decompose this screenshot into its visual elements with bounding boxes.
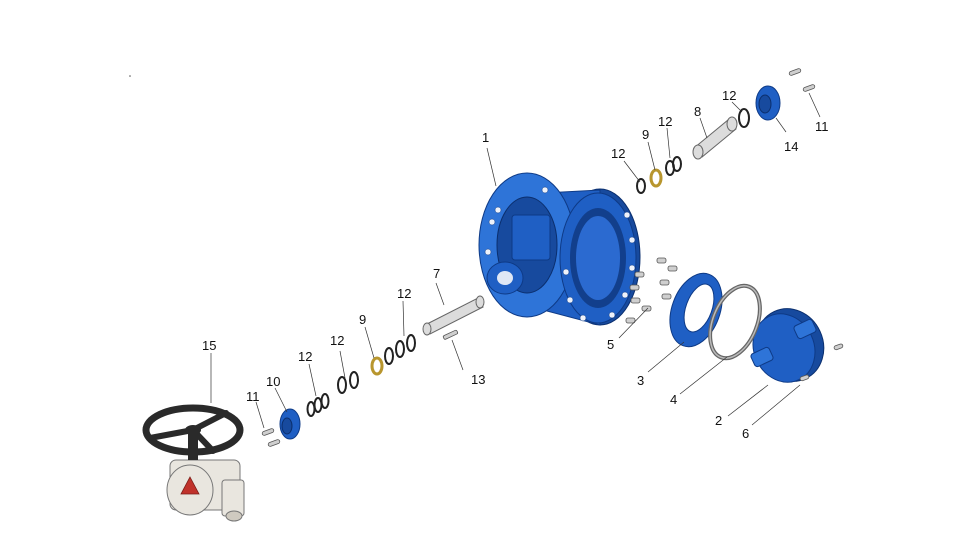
part-3-retaining-ring xyxy=(669,272,723,348)
callout-12: 12 xyxy=(330,333,344,348)
leader-lines xyxy=(210,92,821,429)
part-13-key xyxy=(442,329,459,340)
part-2-disc xyxy=(750,308,825,383)
callout-numbers: 1 12 9 12 8 12 11 14 7 12 9 12 12 10 11 … xyxy=(202,88,829,441)
part-15-handwheel-gearbox xyxy=(142,404,245,522)
part-8-upper-shaft xyxy=(692,116,738,160)
stray-dot xyxy=(129,75,131,77)
callout-12: 12 xyxy=(722,88,736,103)
callout-12: 12 xyxy=(658,114,672,129)
callout-5: 5 xyxy=(607,337,614,352)
callout-1: 1 xyxy=(482,130,489,145)
part-12-o-rings xyxy=(306,108,750,417)
callout-7: 7 xyxy=(433,266,440,281)
part-10-lower-cover xyxy=(279,408,301,440)
part-5-screws xyxy=(625,257,678,324)
part-7-lower-shaft xyxy=(422,295,485,336)
callout-14: 14 xyxy=(784,139,798,154)
callout-4: 4 xyxy=(670,392,677,407)
part-14-upper-cover xyxy=(755,85,781,121)
callout-2: 2 xyxy=(715,413,722,428)
part-11-bolts xyxy=(261,68,816,447)
warning-triangle-logo-icon xyxy=(180,476,200,495)
callout-11: 11 xyxy=(815,119,829,134)
callout-8: 8 xyxy=(694,104,701,119)
callout-9: 9 xyxy=(642,127,649,142)
callout-6: 6 xyxy=(742,426,749,441)
callout-12: 12 xyxy=(298,349,312,364)
callout-3: 3 xyxy=(637,373,644,388)
callout-13: 13 xyxy=(471,372,485,387)
part-1-valve-body xyxy=(478,172,641,326)
callout-12: 12 xyxy=(611,146,625,161)
part-9-bushings xyxy=(370,168,663,376)
callout-9: 9 xyxy=(359,312,366,327)
callout-15: 15 xyxy=(202,338,216,353)
part-4-seal-ring xyxy=(708,283,762,361)
callout-10: 10 xyxy=(266,374,280,389)
part-6-pins xyxy=(799,343,844,382)
callout-11: 11 xyxy=(246,389,260,404)
callout-12: 12 xyxy=(397,286,411,301)
